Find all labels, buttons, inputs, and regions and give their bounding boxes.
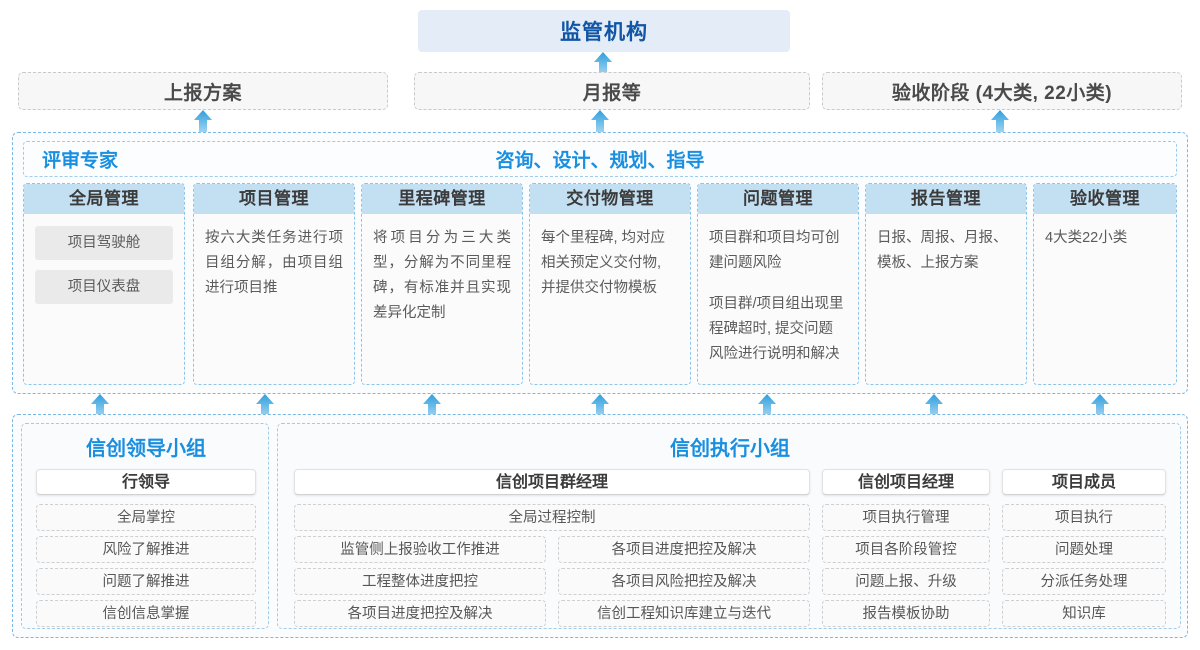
module-card-global-management[interactable]: 全局管理 项目驾驶舱 项目仪表盘 — [23, 183, 185, 385]
module-pill-item[interactable]: 项目仪表盘 — [35, 270, 173, 304]
leader-group-panel: 信创领导小组 行领导 全局掌控 风险了解推进 问题了解推进 信创信息掌握 — [21, 423, 269, 629]
arrow-up-icon-team-5 — [758, 394, 776, 416]
arrow-up-icon-to-report-plan — [194, 110, 212, 132]
exec-role-project-manager: 信创项目经理 — [822, 469, 990, 495]
program-manager-task-item[interactable]: 监管侧上报验收工作推进 — [294, 536, 546, 563]
module-body: 将项目分为三大类型，分解为不同里程碑，有标准并且实现差异化定制 — [362, 214, 522, 384]
organization-region: 信创领导小组 行领导 全局掌控 风险了解推进 问题了解推进 信创信息掌握 信创执… — [12, 414, 1188, 638]
module-body: 4大类22小类 — [1034, 214, 1176, 384]
module-body: 每个里程碑, 均对应相关预定义交付物, 并提供交付物模板 — [530, 214, 690, 384]
module-paragraph: 4大类22小类 — [1045, 230, 1128, 246]
deliverable-box-monthly-report: 月报等 — [414, 72, 810, 110]
leader-group-title: 信创领导小组 — [86, 438, 206, 460]
module-card-acceptance-management[interactable]: 验收管理 4大类22小类 — [1033, 183, 1177, 385]
project-member-task-item[interactable]: 分派任务处理 — [1002, 568, 1166, 595]
module-paragraph: 每个里程碑, 均对应相关预定义交付物, 并提供交付物模板 — [541, 230, 666, 296]
module-card-project-management[interactable]: 项目管理 按六大类任务进行项目组分解，由项目组进行项目推 — [193, 183, 355, 385]
project-member-task-item[interactable]: 项目执行 — [1002, 504, 1166, 531]
project-manager-task-item[interactable]: 项目各阶段管控 — [822, 536, 990, 563]
project-member-task-item[interactable]: 问题处理 — [1002, 536, 1166, 563]
leader-task-item[interactable]: 全局掌控 — [36, 504, 256, 531]
module-title: 报告管理 — [866, 184, 1026, 214]
module-title: 交付物管理 — [530, 184, 690, 214]
program-manager-task-item[interactable]: 各项目风险把控及解决 — [558, 568, 810, 595]
module-paragraph: 按六大类任务进行项目组分解，由项目组进行项目推 — [205, 230, 343, 296]
arrow-up-icon-team-3 — [423, 394, 441, 416]
module-body: 项目驾驶舱 项目仪表盘 — [24, 214, 184, 384]
module-paragraph: 项目群和项目均可创建问题风险 — [709, 230, 840, 271]
arrow-up-icon-team-7 — [1091, 394, 1109, 416]
module-card-deliverable-management[interactable]: 交付物管理 每个里程碑, 均对应相关预定义交付物, 并提供交付物模板 — [529, 183, 691, 385]
arrow-up-icon-team-6 — [925, 394, 943, 416]
deliverable-box-acceptance-stage: 验收阶段 (4大类, 22小类) — [822, 72, 1182, 110]
program-manager-task-item[interactable]: 各项目进度把控及解决 — [294, 600, 546, 627]
module-title: 里程碑管理 — [362, 184, 522, 214]
program-manager-task-item[interactable]: 信创工程知识库建立与迭代 — [558, 600, 810, 627]
arrow-up-icon-to-acceptance-stage — [991, 110, 1009, 132]
program-manager-task-item[interactable]: 工程整体进度把控 — [294, 568, 546, 595]
module-card-report-management[interactable]: 报告管理 日报、周报、月报、模板、上报方案 — [865, 183, 1027, 385]
arrow-up-icon-to-regulator — [594, 52, 612, 74]
module-paragraph: 日报、周报、月报、模板、上报方案 — [877, 230, 1008, 271]
exec-group-title: 信创执行小组 — [670, 438, 790, 460]
deliverable-label: 月报等 — [582, 82, 642, 104]
project-manager-task-item[interactable]: 项目执行管理 — [822, 504, 990, 531]
module-title: 项目管理 — [194, 184, 354, 214]
platform-region: 评审专家 咨询、设计、规划、指导 全局管理 项目驾驶舱 项目仪表盘 项目管理 按… — [12, 132, 1188, 394]
module-paragraph: 将项目分为三大类型，分解为不同里程碑，有标准并且实现差异化定制 — [373, 230, 511, 321]
role-review-expert-label: 评审专家 — [42, 150, 119, 172]
program-manager-task-wide[interactable]: 全局过程控制 — [294, 504, 810, 531]
arrow-up-icon-to-monthly-report — [591, 110, 609, 132]
leader-task-item[interactable]: 信创信息掌握 — [36, 600, 256, 627]
module-title: 问题管理 — [698, 184, 858, 214]
module-title: 验收管理 — [1034, 184, 1176, 214]
leader-task-item[interactable]: 风险了解推进 — [36, 536, 256, 563]
role-consulting-label: 咨询、设计、规划、指导 — [495, 150, 705, 172]
arrow-up-icon-team-4 — [591, 394, 609, 416]
project-manager-task-item[interactable]: 问题上报、升级 — [822, 568, 990, 595]
deliverable-label: 验收阶段 (4大类, 22小类) — [891, 82, 1113, 104]
regulator-banner-label: 监管机构 — [560, 21, 648, 44]
exec-role-program-manager: 信创项目群经理 — [294, 469, 810, 495]
project-member-task-item[interactable]: 知识库 — [1002, 600, 1166, 627]
module-card-issue-management[interactable]: 问题管理 项目群和项目均可创建问题风险 项目群/项目组出现里程碑超时, 提交问题… — [697, 183, 859, 385]
project-manager-task-item[interactable]: 报告模板协助 — [822, 600, 990, 627]
module-card-milestone-management[interactable]: 里程碑管理 将项目分为三大类型，分解为不同里程碑，有标准并且实现差异化定制 — [361, 183, 523, 385]
module-title: 全局管理 — [24, 184, 184, 214]
exec-role-project-member: 项目成员 — [1002, 469, 1166, 495]
role-band: 评审专家 咨询、设计、规划、指导 — [23, 141, 1177, 177]
arrow-up-icon-team-2 — [256, 394, 274, 416]
regulator-banner: 监管机构 — [418, 10, 790, 52]
module-body: 项目群和项目均可创建问题风险 项目群/项目组出现里程碑超时, 提交问题风险进行说… — [698, 214, 858, 384]
deliverable-label: 上报方案 — [163, 82, 242, 104]
module-body: 日报、周报、月报、模板、上报方案 — [866, 214, 1026, 384]
module-paragraph: 项目群/项目组出现里程碑超时, 提交问题风险进行说明和解决 — [709, 296, 844, 362]
deliverable-box-report-plan: 上报方案 — [18, 72, 388, 110]
leader-task-item[interactable]: 问题了解推进 — [36, 568, 256, 595]
leader-group-role: 行领导 — [36, 469, 256, 495]
module-pill-item[interactable]: 项目驾驶舱 — [35, 226, 173, 260]
arrow-up-icon-team-1 — [91, 394, 109, 416]
program-manager-task-item[interactable]: 各项目进度把控及解决 — [558, 536, 810, 563]
exec-group-panel: 信创执行小组 信创项目群经理 全局过程控制 监管侧上报验收工作推进 工程整体进度… — [277, 423, 1181, 629]
module-body: 按六大类任务进行项目组分解，由项目组进行项目推 — [194, 214, 354, 384]
